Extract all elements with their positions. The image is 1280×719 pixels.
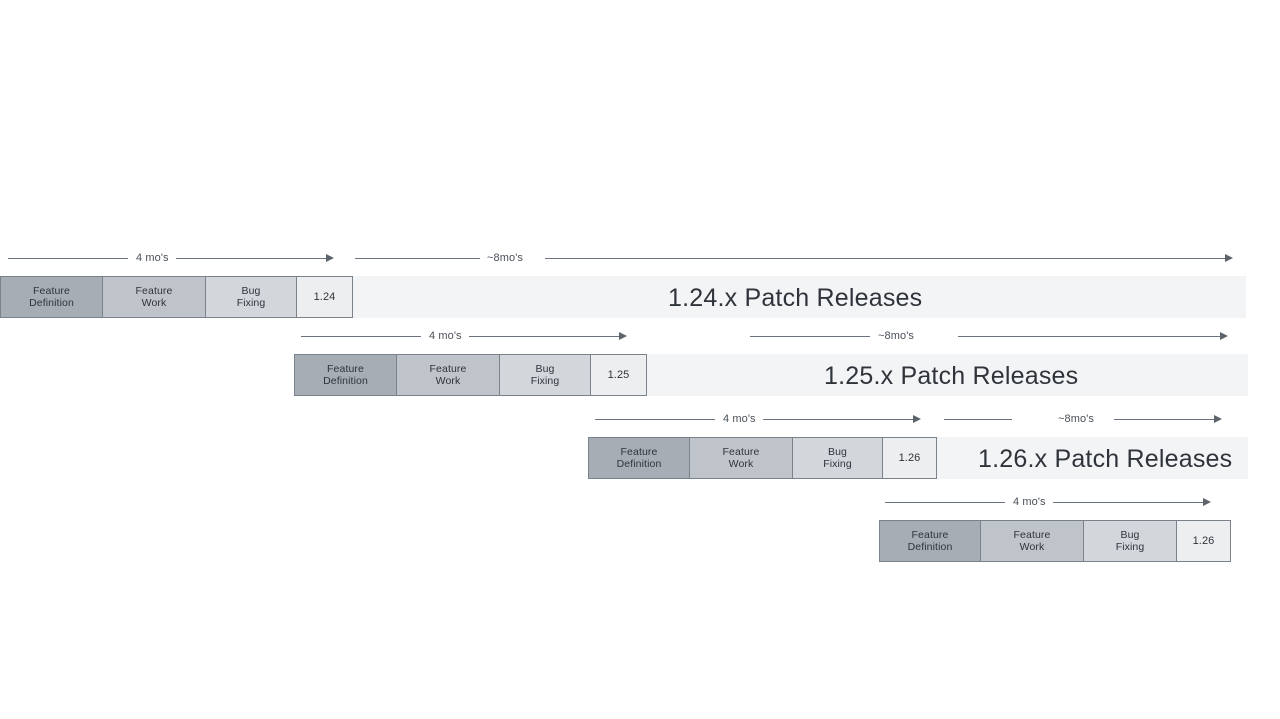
version-label: 1.26 [1192,534,1215,547]
dev-dimension-label: 4 mo's [723,413,756,425]
dimension-line-right [469,336,621,337]
phase-label-line1: Feature [1013,528,1051,541]
phase-label-line1: Bug [241,284,261,297]
dev-dimension-arrow-1-26-next: 4 mo's [885,492,1216,514]
phase-label-line1: Bug [1120,528,1140,541]
patch-dimension-label: ~8mo's [1058,413,1095,425]
patch-release-label-1-24: 1.24.x Patch Releases [668,284,923,312]
dimension-line-right [1053,502,1205,503]
phase-feature-definition[interactable]: Feature Definition [879,520,980,562]
phase-bug-fixing[interactable]: Bug Fixing [1083,520,1176,562]
phase-label-line1: Feature [429,362,467,375]
phase-bars-1-24: Feature Definition Feature Work Bug Fixi… [0,276,353,318]
phase-label-line1: Bug [535,362,555,375]
patch-dimension-arrow-1-25: ~8mo's [750,326,1240,348]
version-box-1-26-next[interactable]: 1.26 [1176,520,1231,562]
dev-dimension-arrow-1-24: 4 mo's [8,248,338,270]
phase-feature-definition[interactable]: Feature Definition [588,437,689,479]
dimension-line-left [595,419,715,420]
version-box-1-24[interactable]: 1.24 [296,276,353,318]
dimension-line-left [750,336,870,337]
phase-label-line2: Definition [616,458,662,470]
dimension-line-right [176,258,328,259]
version-label: 1.25 [607,368,630,381]
phase-label-line2: Fixing [823,458,852,470]
dev-dimension-label: 4 mo's [1013,496,1046,508]
phase-bug-fixing[interactable]: Bug Fixing [792,437,882,479]
phase-feature-work[interactable]: Feature Work [689,437,792,479]
phase-feature-definition[interactable]: Feature Definition [294,354,396,396]
arrow-head-right-icon [1203,498,1211,506]
phase-feature-work[interactable]: Feature Work [980,520,1083,562]
phase-bars-1-26-next: Feature Definition Feature Work Bug Fixi… [879,520,1231,562]
phase-label-line2: Fixing [236,297,266,309]
phase-label-line2: Work [1019,541,1045,553]
phase-label-line2: Work [728,458,754,470]
dev-dimension-arrow-1-25: 4 mo's [301,326,632,348]
dev-dimension-arrow-1-26: 4 mo's [595,409,926,431]
phase-label-line1: Feature [620,445,658,458]
arrow-head-right-icon [326,254,334,262]
phase-label-line1: Feature [33,284,70,297]
arrow-head-right-icon [1225,254,1233,262]
arrow-head-right-icon [1214,415,1222,423]
version-box-1-26[interactable]: 1.26 [882,437,937,479]
dimension-line-left [301,336,421,337]
phase-bug-fixing[interactable]: Bug Fixing [205,276,296,318]
version-box-1-25[interactable]: 1.25 [590,354,647,396]
phase-label-line1: Feature [911,528,949,541]
phase-label-line2: Definition [29,297,74,309]
dimension-line-right [1114,419,1216,420]
patch-dimension-arrow-1-26: ~8mo's [944,409,1240,431]
phase-label-line2: Definition [907,541,953,553]
release-row-1-25: 4 mo's ~8mo's 1.25.x Patch Releases Feat… [0,326,1280,422]
phase-label-line1: Feature [722,445,760,458]
release-row-1-26: 4 mo's ~8mo's 1.26.x Patch Releases Feat… [0,409,1280,505]
phase-label-line2: Work [141,297,167,309]
phase-label-line2: Definition [323,375,368,387]
release-row-1-26-next: 4 mo's Feature Definition Feature Work B… [0,492,1280,588]
dev-dimension-label: 4 mo's [136,252,169,264]
phase-bars-1-25: Feature Definition Feature Work Bug Fixi… [294,354,647,396]
dimension-line-left [355,258,480,259]
phase-label-line1: Bug [828,445,847,458]
phase-feature-definition[interactable]: Feature Definition [0,276,102,318]
phase-label-line2: Fixing [530,375,560,387]
release-row-1-24: 4 mo's ~8mo's 1.24.x Patch Releases Feat… [0,248,1280,344]
phase-label-line2: Work [435,375,461,387]
phase-feature-work[interactable]: Feature Work [396,354,499,396]
phase-label-line1: Feature [327,362,364,375]
dimension-line-right [763,419,915,420]
patch-dimension-label: ~8mo's [878,330,915,342]
dimension-line-right [545,258,1227,259]
phase-bug-fixing[interactable]: Bug Fixing [499,354,590,396]
dimension-line-right [958,336,1222,337]
phase-feature-work[interactable]: Feature Work [102,276,205,318]
arrow-head-right-icon [619,332,627,340]
phase-label-line2: Fixing [1115,541,1145,553]
phase-bars-1-26: Feature Definition Feature Work Bug Fixi… [588,437,937,479]
dimension-line-left [8,258,128,259]
patch-release-label-1-25: 1.25.x Patch Releases [824,362,1079,390]
patch-dimension-label: ~8mo's [487,252,524,264]
dimension-line-left [944,419,1012,420]
dimension-line-left [885,502,1005,503]
version-label: 1.24 [313,290,336,303]
patch-dimension-arrow-1-24: ~8mo's [355,248,1240,270]
version-label: 1.26 [898,451,921,464]
arrow-head-right-icon [1220,332,1228,340]
phase-label-line1: Feature [135,284,173,297]
dev-dimension-label: 4 mo's [429,330,462,342]
arrow-head-right-icon [913,415,921,423]
patch-release-label-1-26: 1.26.x Patch Releases [978,445,1233,473]
